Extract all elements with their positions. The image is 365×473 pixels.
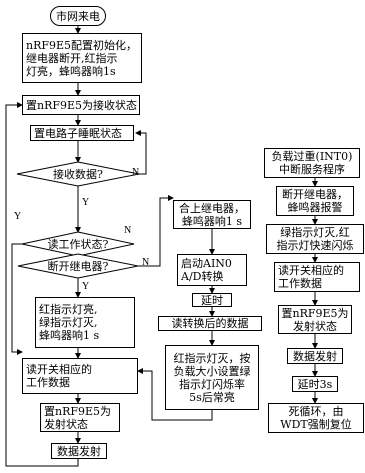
read-state-yes-line bbox=[11, 243, 23, 355]
relay-off-decision-label: 断开继电器? bbox=[47, 259, 109, 273]
delay-step: 延时 bbox=[192, 293, 232, 307]
read-state-yes-label: Y bbox=[14, 211, 22, 222]
read-switch-step-right: 读开关相应的 工作数据 bbox=[274, 262, 360, 292]
dead-loop-step: 死循环，由 WDT强制复位 bbox=[268, 403, 364, 433]
middle-loop-line bbox=[137, 368, 213, 421]
set-transmit-step: 置nRF9E5为 发射状态 bbox=[40, 403, 120, 432]
transmit-step: 数据发射 bbox=[51, 443, 107, 459]
receive-no-loop bbox=[135, 130, 147, 175]
relay-off-no-label: N bbox=[142, 257, 150, 268]
adc-start-step: 启动AIN0 A/D转换 bbox=[177, 254, 247, 286]
loop-back-line bbox=[5, 102, 79, 467]
read-state-decision-label: 读工作状态? bbox=[47, 237, 109, 251]
sleep-step: 置电路子睡眠状态 bbox=[30, 125, 134, 141]
relay-off-yes-label: Y bbox=[82, 281, 90, 292]
set-receive-step: 置nRF9E5为接收状态 bbox=[22, 95, 140, 115]
start-terminal: 市网来电 bbox=[50, 6, 106, 26]
transmit-step-right: 数据发射 bbox=[287, 348, 343, 364]
init-step: nRF9E5配置初始化， 继电器断开,红指示 灯亮，蜂鸣器响1s bbox=[22, 33, 142, 83]
overload-isr-step: 负载过重(INT0) 中断服务程序 bbox=[264, 148, 360, 178]
receive-yes-label: Y bbox=[82, 197, 90, 208]
set-transmit-step-right: 置nRF9E5为 发射状态 bbox=[278, 305, 352, 334]
relay-on-step: 合上继电器， 蜂鸣器响1 s bbox=[173, 200, 251, 229]
led-blink-step: 红指示灯灭，按 负载大小设置绿 指示灯闪烁率 5s后常亮 bbox=[165, 345, 259, 410]
relay-off-no-line bbox=[138, 195, 174, 267]
read-switch-step: 读开关相应的 工作数据 bbox=[22, 358, 138, 394]
delay-3s-step: 延时3s bbox=[292, 376, 338, 392]
receive-decision-diamond bbox=[16, 161, 140, 187]
read-converted-step: 读转换后的数据 bbox=[158, 316, 262, 331]
led-fast-blink-step: 绿指示灯灭,红 指示灯快速闪烁 bbox=[266, 224, 364, 254]
receive-no-label: N bbox=[132, 167, 140, 178]
led-report-step: 红指示灯亮, 绿指示灯灭, 蜂鸣器响1 s bbox=[35, 297, 135, 348]
read-state-no-label: N bbox=[124, 225, 132, 236]
relay-alarm-step: 断开继电器， 蜂鸣器报警 bbox=[276, 186, 354, 216]
receive-decision-label: 接收数据? bbox=[53, 167, 103, 181]
relay-off-decision-diamond bbox=[17, 253, 139, 279]
